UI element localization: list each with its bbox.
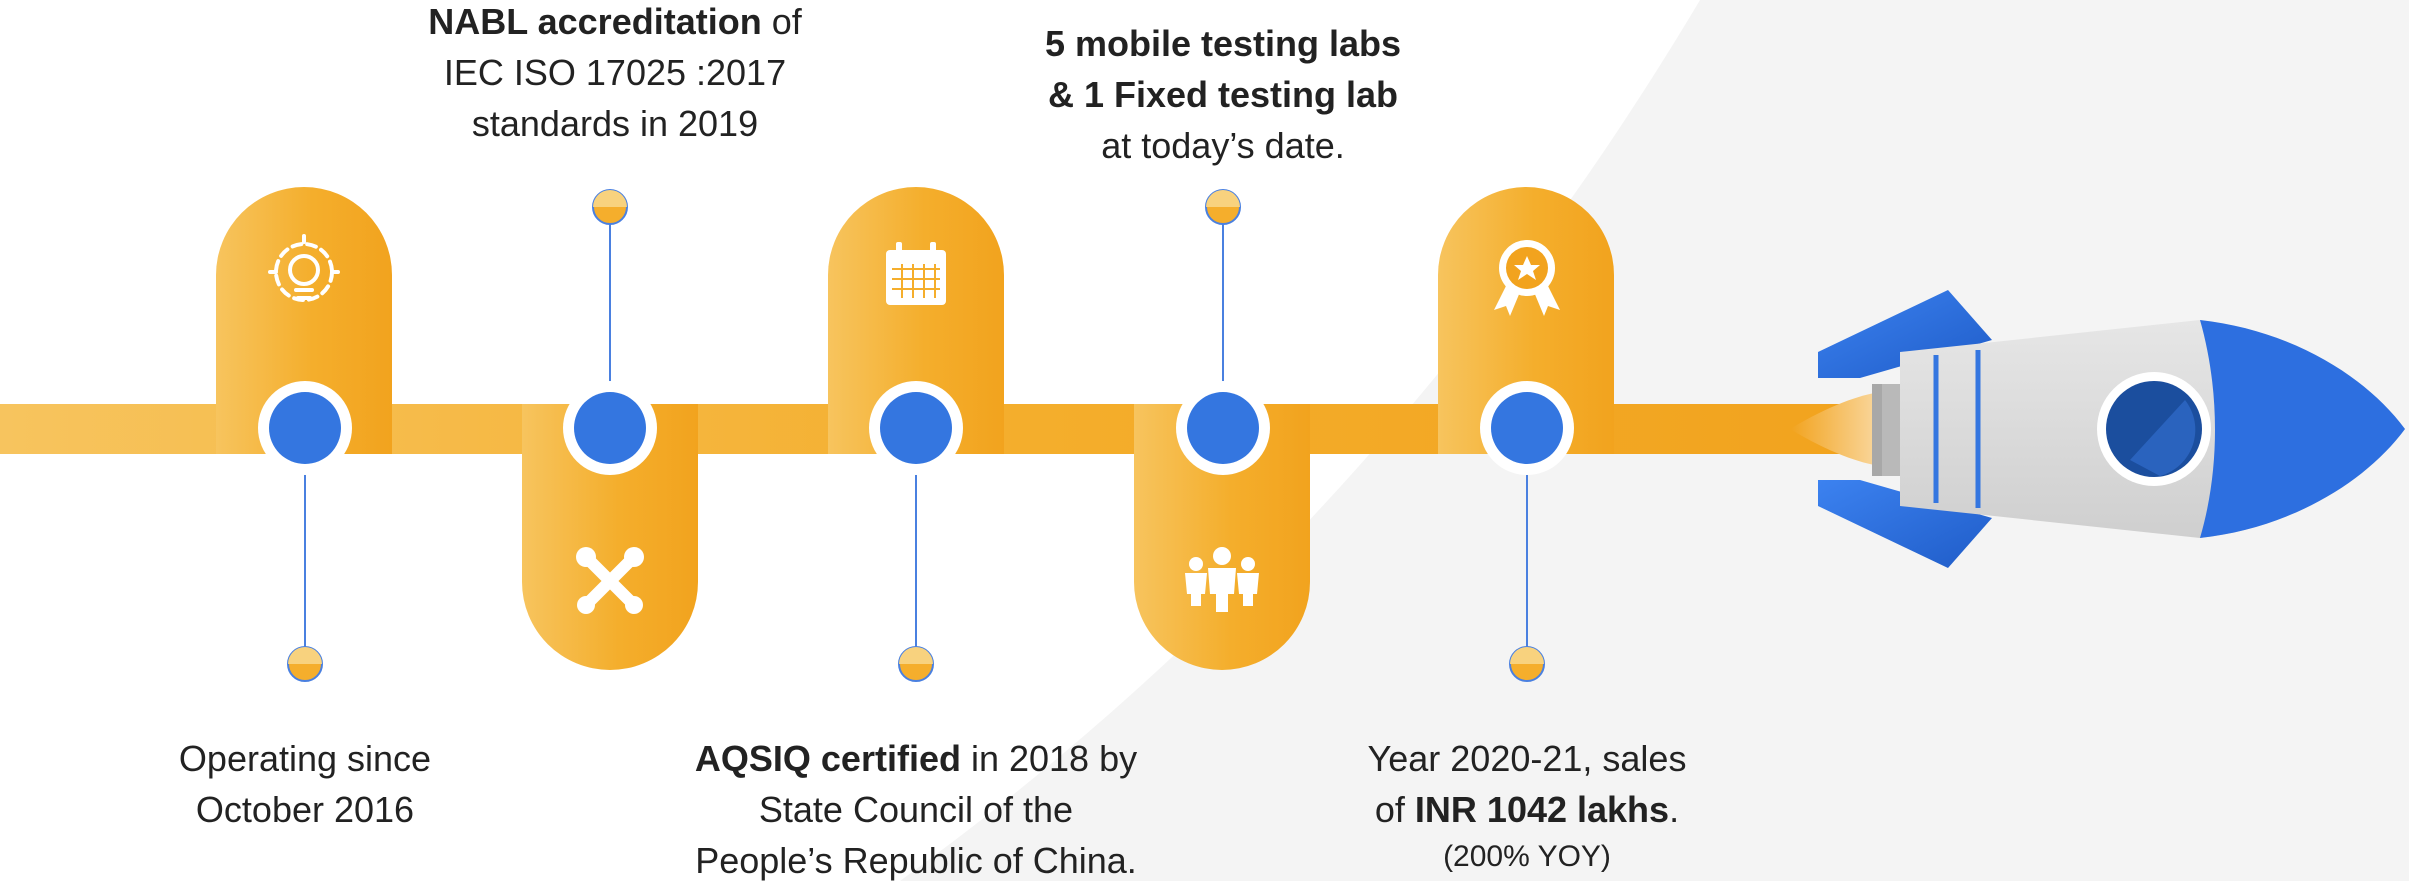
milestone-markers (258, 381, 1574, 475)
rocket-flame (1790, 392, 1880, 466)
milestone-3-label: AQSIQ certified in 2018 by State Council… (694, 738, 1138, 881)
connector-lines (304, 207, 1528, 660)
gear-lightbulb-icon (268, 234, 340, 302)
milestone-marker-3 (869, 381, 963, 475)
calendar-icon (886, 242, 946, 305)
connector-dots (287, 189, 1545, 682)
milestone-5-label: Year 2020-21, sales of INR 1042 lakhs. (… (1267, 733, 1787, 879)
team-icon (1185, 547, 1259, 612)
milestone-marker-2 (563, 381, 657, 475)
connector-dot-top-2 (592, 189, 628, 225)
connector-dot-bottom-1 (287, 646, 323, 682)
milestone-marker-4 (1176, 381, 1270, 475)
milestone-2-label: NABL accreditation of IEC ISO 17025 :201… (428, 1, 802, 144)
milestone-1-label: Operating since October 2016 (178, 738, 432, 830)
connector-dot-bottom-3 (898, 646, 934, 682)
award-ribbon-icon (1494, 240, 1560, 316)
connector-dot-top-4 (1205, 189, 1241, 225)
connector-dot-bottom-5 (1509, 646, 1545, 682)
yoy-note: (200% YOY) (1443, 840, 1611, 873)
wrench-screwdriver-icon (576, 547, 644, 614)
milestone-marker-5 (1480, 381, 1574, 475)
milestone-4-label: 5 mobile testing labs & 1 Fixed testing … (1044, 23, 1402, 166)
rocket-icon (1818, 290, 2405, 568)
milestone-marker-1 (258, 381, 352, 475)
milestone-3-bold: AQSIQ certified (694, 738, 961, 779)
milestone-2-bold: NABL accreditation (428, 1, 762, 42)
